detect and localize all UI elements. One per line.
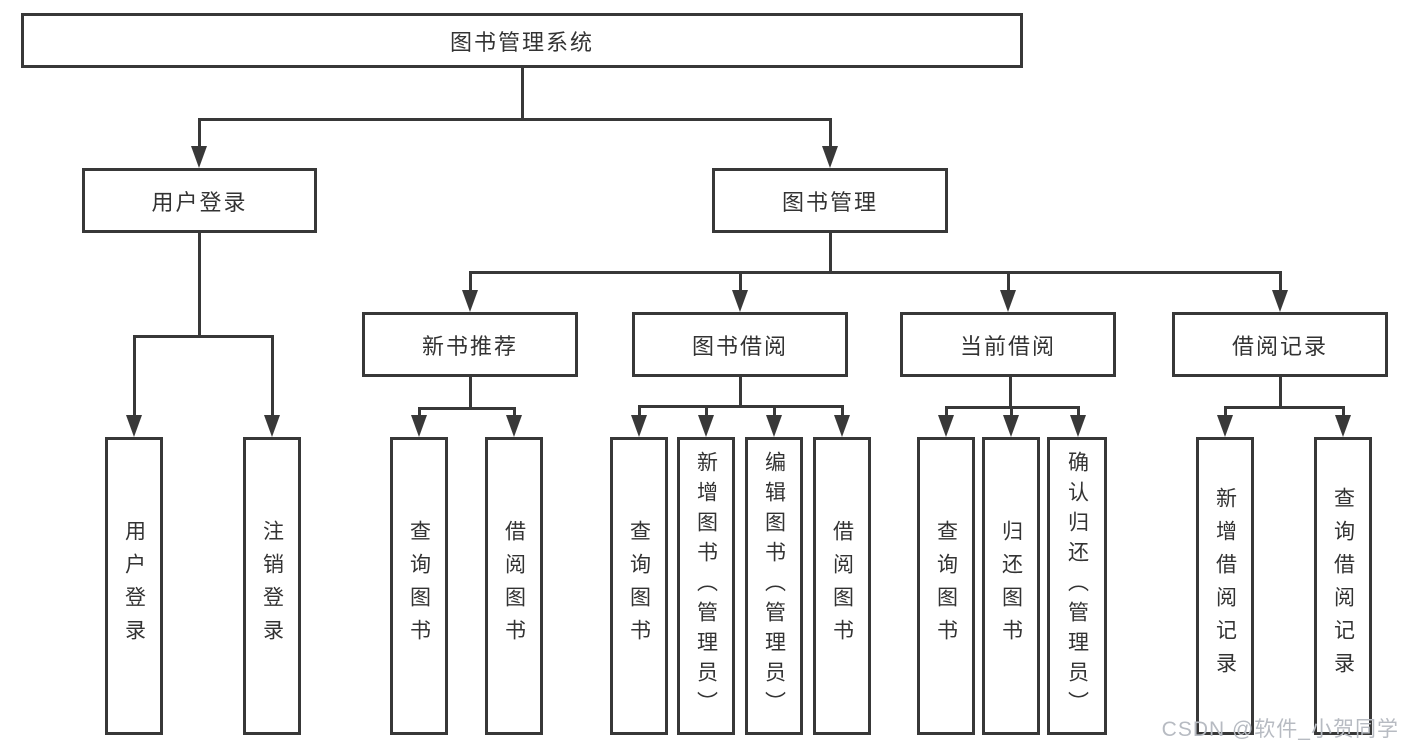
node-root: 图书管理系统 bbox=[21, 13, 1023, 68]
node-borrow-records: 借阅记录 bbox=[1172, 312, 1388, 377]
node-label: 新增借阅记录 bbox=[1213, 487, 1237, 685]
connector-rail-user-login bbox=[132, 335, 274, 338]
node-leaf-add-borrow-record: 新增借阅记录 bbox=[1196, 437, 1254, 735]
connector-rail-book-borrow bbox=[637, 405, 844, 408]
connector-drop-user-login bbox=[270, 335, 274, 421]
node-label: 用户登录 bbox=[151, 189, 248, 215]
node-leaf-query-book-3: 查询图书 bbox=[917, 437, 975, 735]
node-label: 图书借阅 bbox=[691, 333, 788, 359]
arrow-down-icon bbox=[264, 415, 280, 437]
connector-rail-new-book-recommend bbox=[417, 407, 516, 410]
node-label: 借阅图书 bbox=[830, 520, 854, 652]
node-leaf-user-login: 用户登录 bbox=[105, 437, 163, 735]
node-leaf-logout: 注销登录 bbox=[243, 437, 301, 735]
node-label: 注销登录 bbox=[260, 520, 284, 652]
node-label: 图书管理 bbox=[781, 189, 878, 215]
connector-drop-book-mgmt bbox=[1278, 271, 1282, 296]
node-label: 当前借阅 bbox=[959, 333, 1056, 359]
connector-stem-user-login bbox=[197, 233, 201, 338]
arrow-down-icon bbox=[1000, 290, 1016, 312]
node-leaf-query-borrow-record: 查询借阅记录 bbox=[1314, 437, 1372, 735]
connector-drop-user-login bbox=[132, 335, 136, 421]
connector-stem-new-book-recommend bbox=[468, 377, 472, 410]
connector-drop-book-mgmt bbox=[738, 271, 742, 296]
arrow-down-icon bbox=[1272, 290, 1288, 312]
connector-drop-current-borrow bbox=[1009, 406, 1013, 421]
connector-drop-book-borrow bbox=[704, 405, 708, 421]
connector-drop-root bbox=[828, 118, 832, 152]
node-leaf-query-book-2: 查询图书 bbox=[610, 437, 668, 735]
connector-stem-book-borrow bbox=[738, 377, 742, 408]
connector-drop-borrow-records bbox=[1341, 406, 1345, 421]
connector-drop-book-mgmt bbox=[468, 271, 472, 296]
connector-stem-current-borrow bbox=[1008, 377, 1012, 409]
node-label: 编辑图书（管理员） bbox=[762, 451, 786, 721]
arrow-down-icon bbox=[834, 415, 850, 437]
arrow-down-icon bbox=[938, 415, 954, 437]
node-label: 借阅记录 bbox=[1231, 333, 1328, 359]
node-label: 借阅图书 bbox=[502, 520, 526, 652]
arrow-down-icon bbox=[732, 290, 748, 312]
arrow-down-icon bbox=[766, 415, 782, 437]
connector-rail-borrow-records bbox=[1223, 406, 1345, 409]
arrow-down-icon bbox=[1003, 415, 1019, 437]
arrow-down-icon bbox=[822, 146, 838, 168]
arrow-down-icon bbox=[462, 290, 478, 312]
connector-drop-book-borrow bbox=[840, 405, 844, 421]
node-label: 确认归还（管理员） bbox=[1065, 451, 1089, 721]
connector-drop-book-borrow bbox=[637, 405, 641, 421]
node-label: 用户登录 bbox=[122, 520, 146, 652]
connector-rail-root bbox=[197, 118, 832, 121]
node-leaf-borrow-book-2: 借阅图书 bbox=[813, 437, 871, 735]
node-user-login: 用户登录 bbox=[82, 168, 317, 233]
arrow-down-icon bbox=[1217, 415, 1233, 437]
connector-drop-book-borrow bbox=[772, 405, 776, 421]
node-leaf-borrow-book-1: 借阅图书 bbox=[485, 437, 543, 735]
arrow-down-icon bbox=[191, 146, 207, 168]
connector-stem-root bbox=[520, 68, 524, 121]
node-label: 查询图书 bbox=[627, 520, 651, 652]
arrow-down-icon bbox=[698, 415, 714, 437]
watermark: CSDN @软件_小贺同学 bbox=[1161, 718, 1399, 741]
node-label: 新增图书（管理员） bbox=[694, 451, 718, 721]
connector-drop-root bbox=[197, 118, 201, 152]
arrow-down-icon bbox=[1335, 415, 1351, 437]
connector-stem-book-mgmt bbox=[828, 233, 832, 274]
arrow-down-icon bbox=[411, 415, 427, 437]
node-current-borrow: 当前借阅 bbox=[900, 312, 1116, 377]
arrow-down-icon bbox=[126, 415, 142, 437]
node-leaf-confirm-return: 确认归还（管理员） bbox=[1047, 437, 1107, 735]
connector-drop-borrow-records bbox=[1223, 406, 1227, 421]
node-label: 归还图书 bbox=[999, 520, 1023, 652]
connector-stem-borrow-records bbox=[1278, 377, 1282, 409]
node-new-book-recommend: 新书推荐 bbox=[362, 312, 578, 377]
arrow-down-icon bbox=[1070, 415, 1086, 437]
node-label: 新书推荐 bbox=[421, 333, 518, 359]
connector-drop-current-borrow bbox=[1076, 406, 1080, 421]
connector-rail-book-mgmt bbox=[468, 271, 1282, 274]
arrow-down-icon bbox=[506, 415, 522, 437]
node-label: 查询借阅记录 bbox=[1331, 487, 1355, 685]
node-book-mgmt: 图书管理 bbox=[712, 168, 948, 233]
node-label: 查询图书 bbox=[934, 520, 958, 652]
node-leaf-add-book: 新增图书（管理员） bbox=[677, 437, 735, 735]
node-leaf-edit-book: 编辑图书（管理员） bbox=[745, 437, 803, 735]
connector-drop-new-book-recommend bbox=[512, 407, 516, 421]
node-book-borrow: 图书借阅 bbox=[632, 312, 848, 377]
connector-drop-current-borrow bbox=[944, 406, 948, 421]
node-leaf-query-book-1: 查询图书 bbox=[390, 437, 448, 735]
connector-drop-new-book-recommend bbox=[417, 407, 421, 421]
connector-drop-book-mgmt bbox=[1006, 271, 1010, 296]
node-leaf-return-book: 归还图书 bbox=[982, 437, 1040, 735]
node-label: 图书管理系统 bbox=[449, 29, 594, 55]
arrow-down-icon bbox=[631, 415, 647, 437]
node-label: 查询图书 bbox=[407, 520, 431, 652]
